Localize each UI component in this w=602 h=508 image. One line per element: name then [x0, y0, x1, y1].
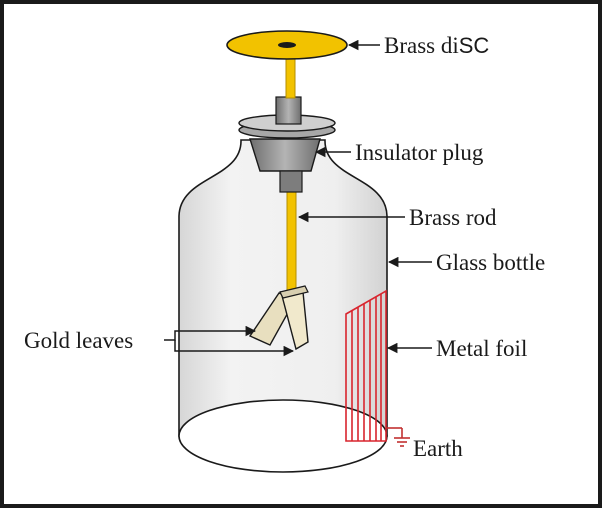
label-insulator-plug: Insulator plug	[355, 140, 484, 165]
label-gold-leaves: Gold leaves	[24, 328, 133, 353]
gold-leaves	[248, 285, 309, 351]
metal-foil	[345, 289, 387, 442]
electroscope-diagram: Brass diSC Insulator plug Brass rod Glas…	[24, 30, 545, 473]
label-glass-bottle: Glass bottle	[436, 250, 545, 275]
label-brass-rod: Brass rod	[409, 205, 497, 230]
label-metal-foil: Metal foil	[436, 336, 527, 361]
brass-rod	[286, 179, 297, 293]
earth-symbol	[386, 427, 410, 447]
label-pointers	[164, 39, 432, 357]
label-brass-disc: Brass diSC	[384, 33, 489, 58]
insulator-plug	[238, 96, 336, 193]
brass-disc	[226, 30, 348, 60]
label-earth: Earth	[413, 436, 463, 461]
glass-bottle	[178, 139, 388, 473]
